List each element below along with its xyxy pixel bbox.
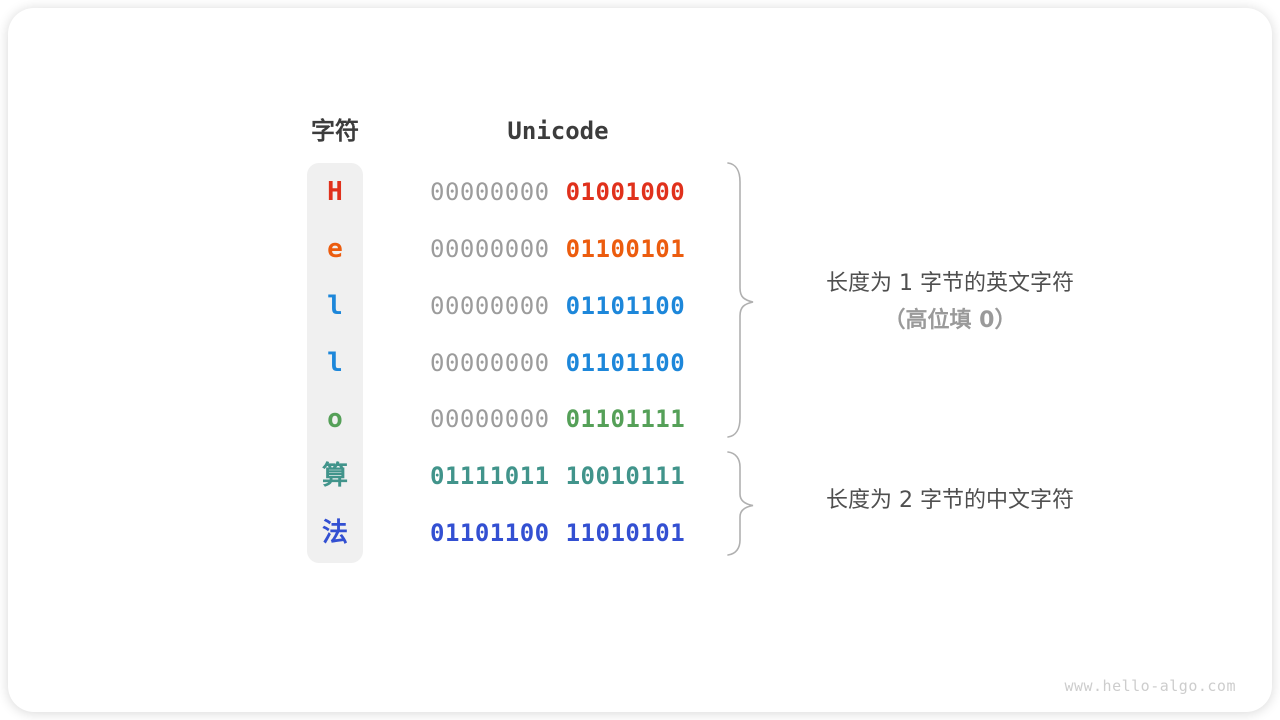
- annotation-english-line1: 长度为 1 字节的英文字符: [826, 271, 1074, 296]
- unicode-column-header: Unicode: [507, 117, 609, 145]
- byte-high: 00000000: [430, 291, 550, 320]
- table-row: o 00000000 01101111: [0, 399, 1280, 439]
- diagram-card: [8, 8, 1272, 712]
- byte-high: 01111011: [430, 462, 550, 491]
- character-cell: H: [327, 177, 343, 207]
- unicode-binary: 00000000 01101100: [430, 343, 685, 383]
- character-cell: l: [327, 290, 343, 321]
- table-row: l 00000000 01101100: [0, 286, 1280, 326]
- unicode-binary: 00000000 01100101: [430, 229, 685, 269]
- byte-low: 11010101: [565, 519, 686, 547]
- annotation-chinese-chars: 长度为 2 字节的中文字符: [765, 482, 1135, 519]
- byte-high: 00000000: [430, 348, 550, 377]
- byte-high: 01101100: [430, 519, 550, 547]
- byte-high: 00000000: [430, 178, 550, 206]
- annotation-english-chars: 长度为 1 字节的英文字符 （高位填 0）: [765, 265, 1135, 339]
- unicode-binary: 00000000 01001000: [430, 172, 685, 212]
- byte-low: 01101100: [565, 291, 686, 320]
- table-row: e 00000000 01100101: [0, 229, 1280, 269]
- unicode-binary: 01101100 11010101: [430, 513, 685, 553]
- byte-low: 01101100: [565, 348, 686, 377]
- annotation-chinese-line1: 长度为 2 字节的中文字符: [826, 488, 1074, 513]
- char-column-header: 字符: [311, 117, 359, 145]
- unicode-binary: 01111011 10010111: [430, 456, 685, 496]
- byte-low: 01001000: [565, 178, 686, 206]
- byte-low: 10010111: [565, 462, 686, 491]
- unicode-binary: 00000000 01101111: [430, 399, 685, 439]
- table-row: 算 01111011 10010111: [0, 456, 1280, 496]
- unicode-binary: 00000000 01101100: [430, 286, 685, 326]
- character-cell: l: [327, 347, 343, 378]
- char-column-background: [307, 163, 363, 563]
- watermark: www.hello-algo.com: [1064, 677, 1236, 695]
- character-cell: 法: [321, 518, 348, 548]
- table-row: l 00000000 01101100: [0, 343, 1280, 383]
- table-row: H 00000000 01001000: [0, 172, 1280, 212]
- character-cell: 算: [321, 461, 348, 492]
- annotation-english-line2: （高位填 0）: [883, 308, 1017, 333]
- byte-high: 00000000: [430, 234, 550, 263]
- byte-low: 01100101: [565, 234, 686, 263]
- byte-low: 01101111: [565, 405, 686, 434]
- character-cell: e: [327, 233, 343, 264]
- table-row: 法 01101100 11010101: [0, 513, 1280, 553]
- byte-high: 00000000: [430, 405, 550, 434]
- character-cell: o: [327, 404, 343, 435]
